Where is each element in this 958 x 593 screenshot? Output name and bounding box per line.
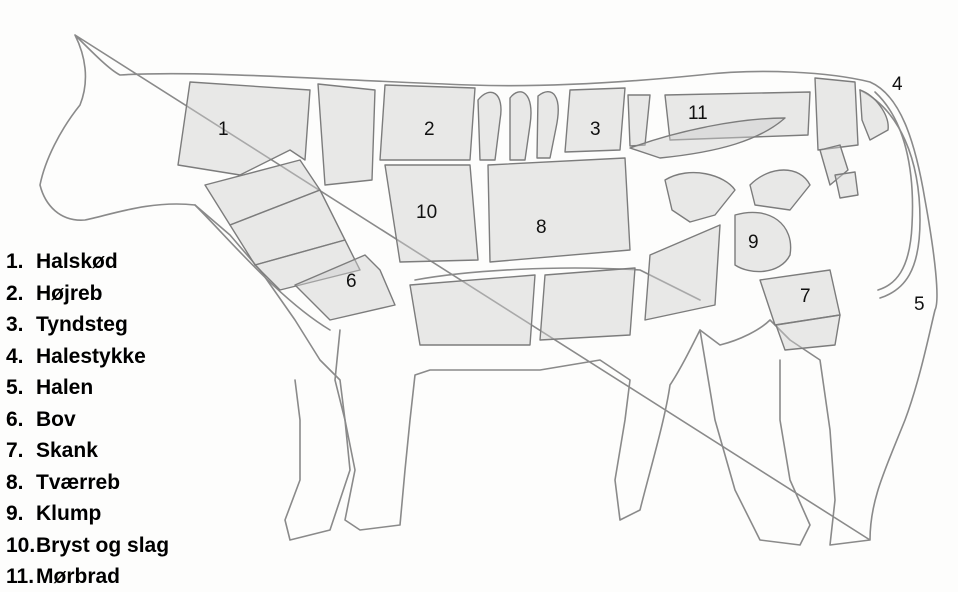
legend-item: 11.Mørbrad [6, 561, 169, 593]
legend-item: 8.Tværreb [6, 467, 169, 499]
cut-8-tvaerreb [488, 158, 630, 262]
legend-item: 3.Tyndsteg [6, 309, 169, 341]
cut-number-6: 6 [346, 272, 357, 291]
cut-number-10: 10 [416, 203, 437, 222]
legend-item: 10.Bryst og slag [6, 530, 169, 562]
legend-item: 7.Skank [6, 435, 169, 467]
legend-item: 6.Bov [6, 404, 169, 436]
cut-number-5: 5 [914, 295, 925, 314]
legend-item: 1.Halskød [6, 246, 169, 278]
cut-number-4: 4 [892, 75, 903, 94]
legend-item: 2.Højreb [6, 278, 169, 310]
cut-number-9: 9 [748, 233, 759, 252]
legend-item: 9.Klump [6, 498, 169, 530]
cut-9-klump [735, 212, 791, 271]
legend-item: 4.Halestykke [6, 341, 169, 373]
cut-number-7: 7 [800, 287, 811, 306]
cut-1-halskod [178, 82, 310, 175]
legend-item: 5.Halen [6, 372, 169, 404]
cut-legend: 1.Halskød 2.Højreb 3.Tyndsteg 4.Halestyk… [6, 246, 169, 593]
cut-number-8: 8 [536, 218, 547, 237]
cut-number-2: 2 [424, 120, 435, 139]
cut-number-1: 1 [218, 120, 229, 139]
cut-number-11: 11 [688, 104, 708, 123]
cut-number-3: 3 [590, 120, 601, 139]
